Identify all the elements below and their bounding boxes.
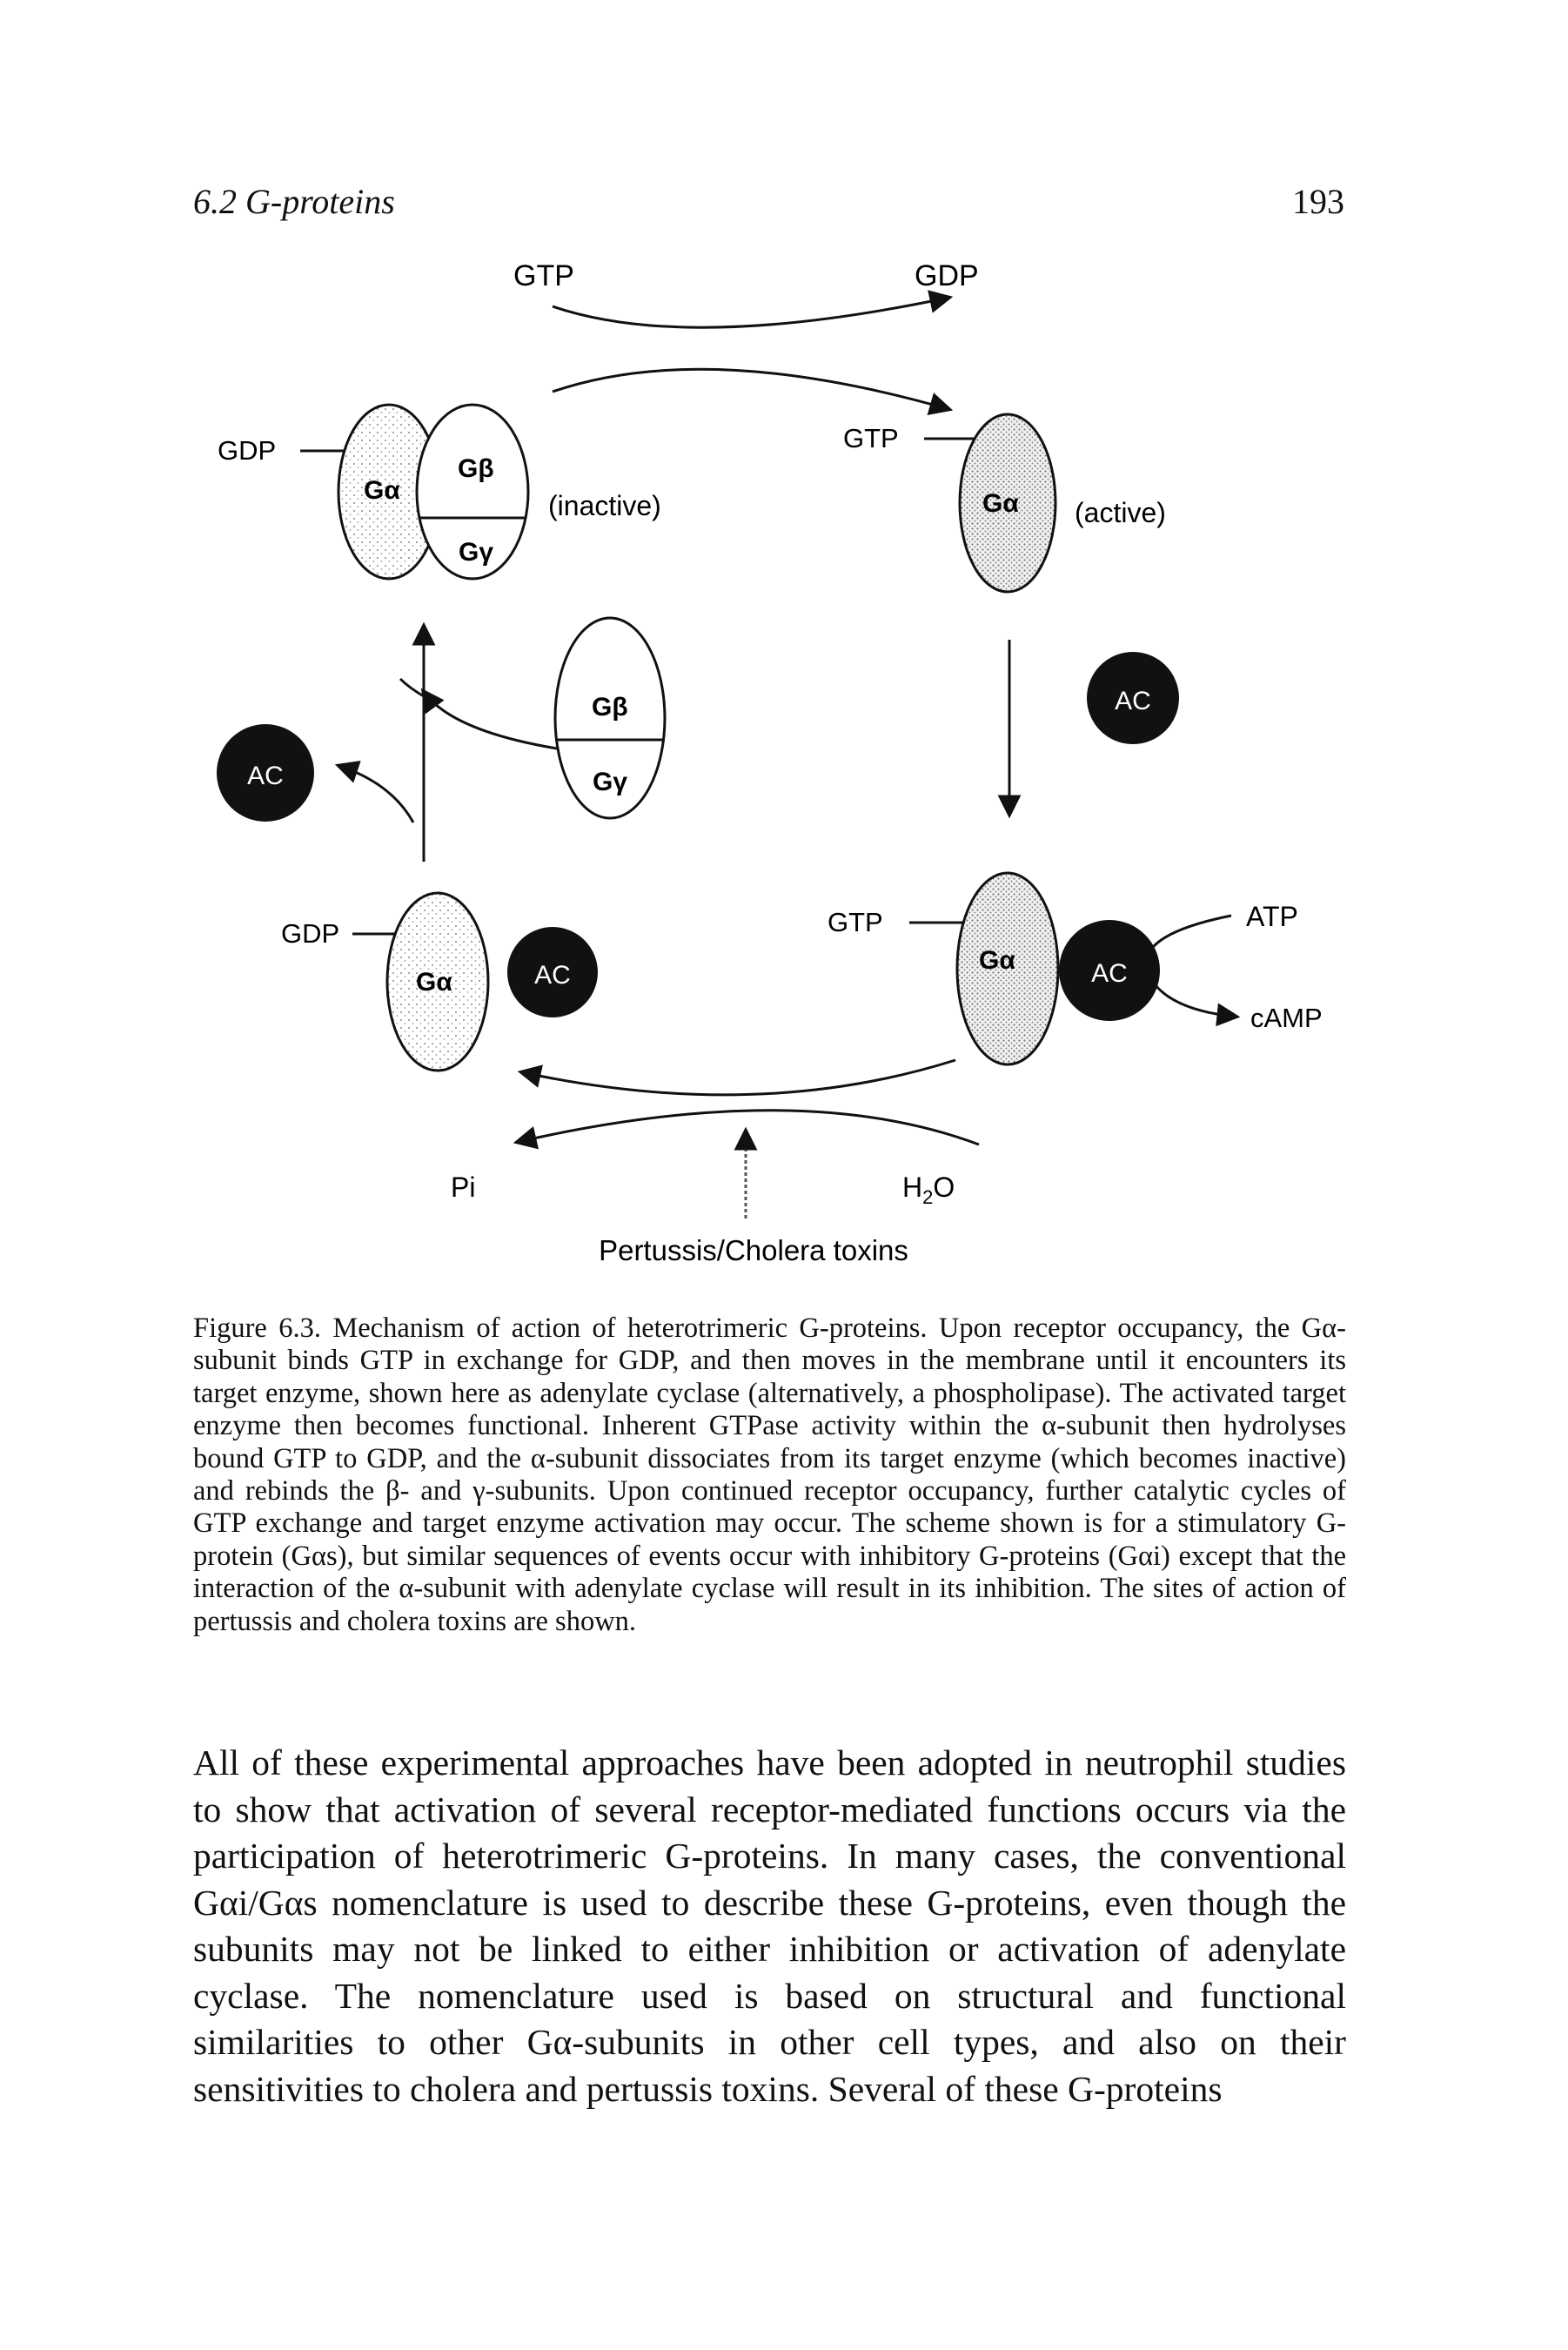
bottom-left-gdp-label: GDP — [281, 918, 339, 949]
g-protein-cycle-diagram: GTP GDP GDP Gα Gβ Gγ (inactive) GTP Gα (… — [217, 259, 1323, 1266]
bottom-right-gtp-label: GTP — [828, 907, 883, 937]
free-g-gamma-label: Gγ — [593, 768, 627, 796]
bottom-left-g-alpha-label: Gα — [416, 968, 452, 997]
inactive-g-gamma-label: Gγ — [459, 538, 493, 567]
ac-release-arrow — [334, 761, 415, 823]
active-g-alpha-subunit — [958, 413, 1057, 594]
beta-gamma-rebinding-arrow — [420, 688, 558, 750]
free-g-beta-label: Gβ — [592, 693, 628, 722]
free-ac-right-label: AC — [1115, 687, 1151, 715]
camp-label: cAMP — [1250, 1003, 1323, 1033]
gdp-release-arrow — [552, 290, 954, 329]
free-adenylate-cyclase-left — [217, 724, 314, 822]
page-number: 193 — [1292, 182, 1344, 221]
active-state-label: (active) — [1075, 497, 1166, 528]
inactive-g-beta-gamma-subunit — [415, 403, 530, 581]
running-header: 6.2 G-proteins — [193, 182, 395, 221]
inactive-g-alpha-label: Gα — [364, 476, 400, 505]
inactive-state-label: (inactive) — [548, 490, 661, 521]
top-gtp-label: GTP — [513, 259, 574, 292]
pi-label: Pi — [451, 1172, 475, 1203]
gtp-hydrolysis-arrow — [513, 1109, 980, 1150]
atp-label: ATP — [1246, 901, 1298, 932]
body-paragraph: All of these experimental approaches hav… — [193, 1742, 1346, 2109]
gtp-binding-arrow — [552, 367, 954, 416]
inactive-gdp-label: GDP — [218, 435, 276, 466]
dissociation-arrow — [517, 1058, 956, 1097]
free-ac-left-label: AC — [247, 762, 284, 790]
figure-caption: Figure 6.3. Mechanism of action of heter… — [193, 1313, 1346, 1637]
free-g-beta-gamma-subunit — [553, 616, 667, 820]
bottom-right-ac-label: AC — [1091, 959, 1128, 988]
bottom-left-ac-label: AC — [534, 961, 571, 990]
h2o-label: H2O — [902, 1172, 955, 1208]
top-gdp-label: GDP — [915, 259, 979, 292]
free-adenylate-cyclase-right — [1087, 652, 1179, 744]
bottom-right-g-alpha-label: Gα — [979, 946, 1015, 975]
bottom-left-g-alpha-subunit — [385, 891, 490, 1072]
inactive-g-beta-label: Gβ — [458, 454, 494, 483]
toxins-label: Pertussis/Cholera toxins — [599, 1234, 908, 1266]
bottom-left-adenylate-cyclase — [507, 927, 598, 1017]
atp-to-camp-arrow — [1144, 914, 1241, 1027]
active-g-alpha-label: Gα — [982, 489, 1019, 518]
bottom-right-adenylate-cyclase — [1059, 920, 1160, 1021]
active-gtp-label: GTP — [843, 423, 899, 453]
bottom-right-g-alpha-subunit — [955, 871, 1060, 1066]
